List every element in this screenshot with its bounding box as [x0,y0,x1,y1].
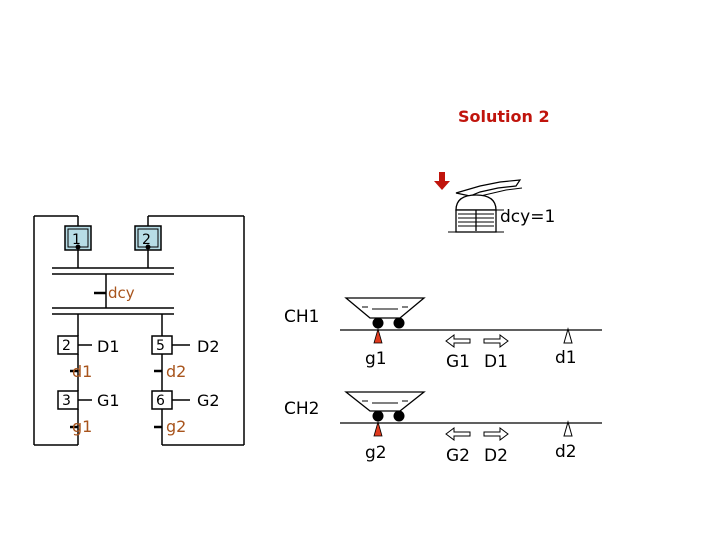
svg-text:5: 5 [156,338,165,354]
transition-g1: g1 [72,417,92,436]
transition-dcy: dcy [108,284,135,302]
action-d1: D1 [97,337,120,356]
grafcet-links [33,215,245,446]
transition-d1: d1 [72,362,92,381]
step-left-a: 2 D1 [57,335,120,356]
dir-d1: D1 [484,352,508,372]
arrow-left-icon [445,427,471,441]
ch1-label: CH1 [284,307,319,327]
dir-g2: G2 [446,446,470,466]
step-1: 1 [64,225,92,251]
step-1-label: 1 [72,232,81,248]
sensor-d1-icon [563,327,573,344]
svg-text:2: 2 [62,338,71,354]
carriage-1 [344,297,426,329]
transition-d2: d2 [166,362,186,381]
step-right-a: 5 D2 [151,335,220,356]
push-button-icon [434,172,523,233]
wheel-icon [393,410,405,422]
sync-bars [52,267,174,315]
pos-g2: g2 [365,443,387,463]
step-left-b: 3 G1 [57,390,120,410]
step-2-label: 2 [142,232,151,248]
svg-text:3: 3 [62,393,71,409]
pos-g1: g1 [365,349,387,369]
button-state-label: dcy=1 [500,207,555,227]
arrow-left-icon [445,334,471,348]
wheel-icon [372,410,384,422]
wheel-icon [393,317,405,329]
action-d2: D2 [197,337,220,356]
ch2-label: CH2 [284,399,319,419]
carriage-2 [344,391,426,422]
arrow-right-icon [483,427,509,441]
end-d1: d1 [555,348,577,368]
action-g1: G1 [97,391,120,410]
end-d2: d2 [555,442,577,462]
wheel-icon [372,317,384,329]
sensor-g2-icon [373,420,383,437]
dir-g1: G1 [446,352,470,372]
sensor-g1-icon [373,327,383,344]
step-right-b: 6 G2 [151,390,220,410]
action-g2: G2 [197,391,220,410]
transition-g2: g2 [166,417,186,436]
diagram-title: Solution 2 [458,107,550,126]
svg-text:6: 6 [156,393,165,409]
arrow-right-icon [483,334,509,348]
step-2-initial: 2 [134,225,162,251]
dir-d2: D2 [484,446,508,466]
sensor-d2-icon [563,420,573,437]
